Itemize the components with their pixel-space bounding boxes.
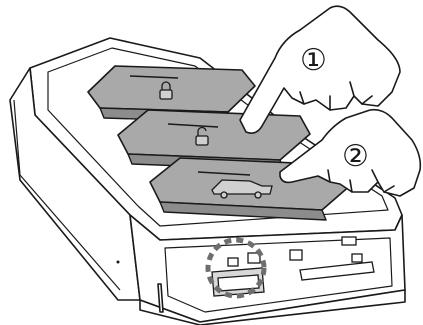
step-1-label: ① — [300, 43, 327, 78]
step-2-label: ② — [342, 139, 369, 174]
